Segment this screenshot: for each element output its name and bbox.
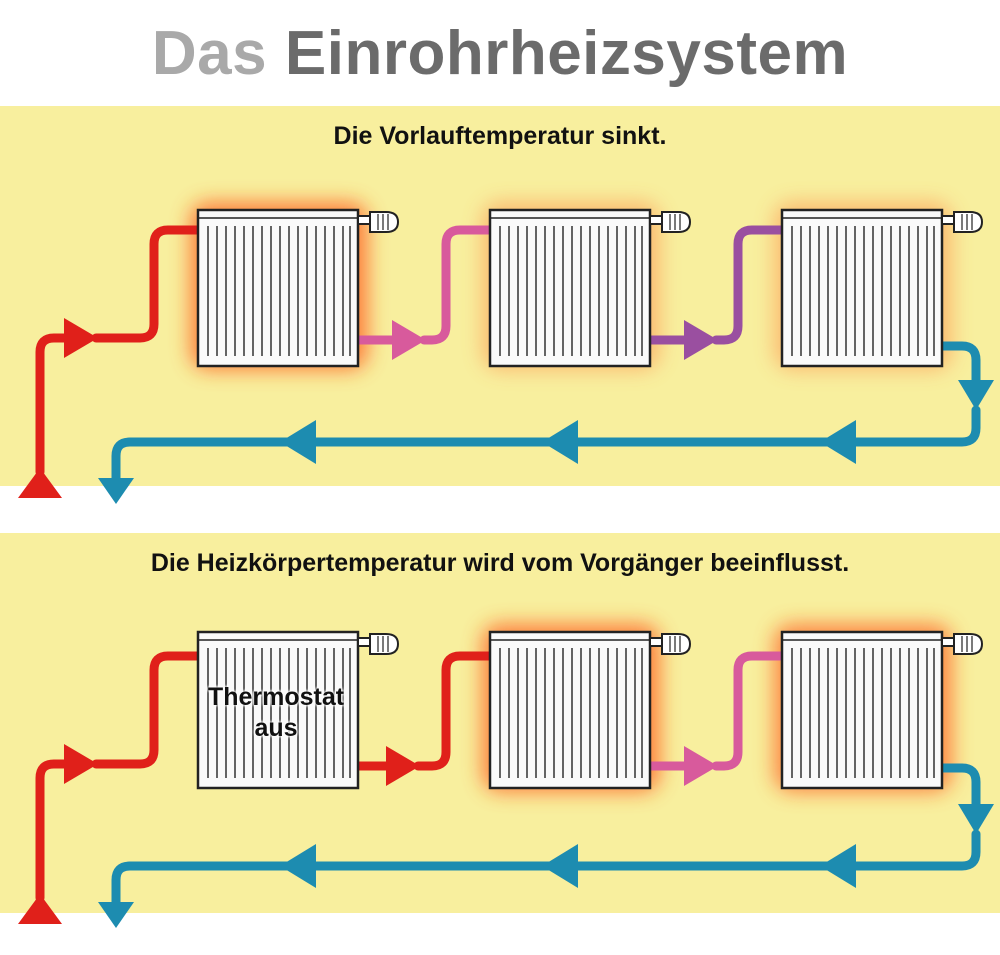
arrow-down-icon: [958, 380, 994, 410]
radiator: [196, 208, 400, 368]
radiator: [196, 630, 400, 790]
supply-pipe: [35, 225, 205, 477]
arrow-left-icon: [280, 420, 316, 464]
thermostat-valve-icon: [941, 211, 984, 233]
panel-bottom-diagram: [18, 624, 994, 928]
connection-pipe: [351, 225, 497, 345]
thermostat-valve-icon: [941, 633, 984, 655]
arrow-left-icon: [280, 844, 316, 888]
connection-pipe: [643, 225, 789, 345]
arrow-down-icon: [98, 478, 134, 504]
arrow-right-icon: [392, 320, 426, 360]
arrow-up-icon: [18, 894, 62, 924]
arrow-down-icon: [958, 804, 994, 834]
connection-pipe: [351, 651, 497, 771]
radiator: [780, 630, 984, 790]
arrow-right-icon: [64, 744, 98, 784]
panel-top-diagram: [18, 202, 994, 504]
page-title: Das Einrohrheizsystem: [0, 14, 1000, 94]
arrow-right-icon: [684, 746, 718, 786]
radiator: [780, 208, 984, 368]
arrow-up-icon: [18, 468, 62, 498]
arrow-left-icon: [820, 844, 856, 888]
title-part2: Einrohrheizsystem: [284, 19, 849, 88]
supply-pipe: [35, 651, 205, 903]
arrow-right-icon: [684, 320, 718, 360]
radiator: [488, 208, 692, 368]
arrow-right-icon: [386, 746, 420, 786]
radiator: [488, 630, 692, 790]
caption-bottom: Die Heizkörpertemperatur wird vom Vorgän…: [150, 549, 850, 577]
thermostat-label-line1: Thermostat: [207, 683, 345, 711]
arrow-down-icon: [98, 902, 134, 928]
arrow-right-icon: [64, 318, 98, 358]
thermostat-label-line2: aus: [254, 714, 298, 742]
caption-top: Die Vorlauftemperatur sinkt.: [333, 122, 667, 150]
connection-pipe: [643, 651, 789, 771]
thermostat-valve-icon: [649, 211, 692, 233]
thermostat-off-label: Thermostat aus: [186, 682, 366, 744]
thermostat-valve-icon: [357, 211, 400, 233]
arrow-left-icon: [820, 420, 856, 464]
title-part1: Das: [151, 19, 268, 88]
thermostat-valve-icon: [357, 633, 400, 655]
thermostat-valve-icon: [649, 633, 692, 655]
arrow-left-icon: [542, 844, 578, 888]
arrow-left-icon: [542, 420, 578, 464]
